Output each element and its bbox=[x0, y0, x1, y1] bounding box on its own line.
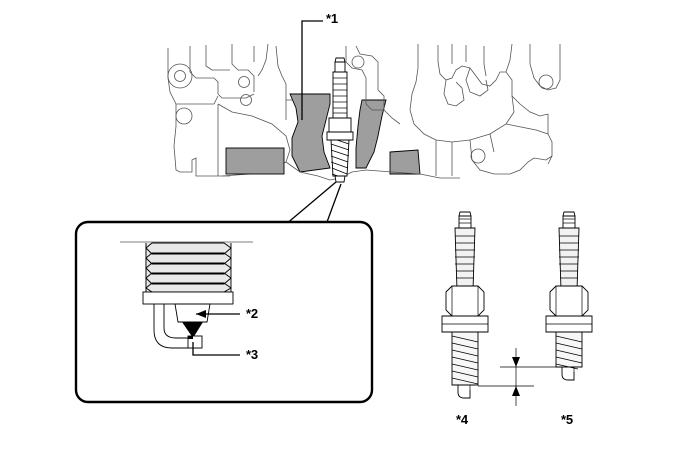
gasket-shade-center-right bbox=[355, 99, 387, 169]
engine-right-outline bbox=[409, 43, 561, 176]
ground-hook-left bbox=[457, 385, 471, 399]
head-surface-line bbox=[285, 161, 460, 181]
leader-line-3 bbox=[192, 342, 240, 356]
leader-line-1 bbox=[301, 20, 323, 120]
ground-electrode-inner bbox=[163, 304, 200, 339]
thread-profile bbox=[145, 242, 232, 293]
ground-electrode-tip bbox=[188, 336, 193, 339]
engine-left-bosses bbox=[167, 63, 252, 125]
leader-arrow-2 bbox=[196, 310, 206, 318]
spark-plug-right bbox=[545, 211, 593, 381]
center-electrode bbox=[182, 322, 203, 338]
engine-right-hole-upper bbox=[538, 74, 554, 90]
protrusion-dimension bbox=[478, 348, 556, 406]
engine-right-hole-lower bbox=[470, 148, 486, 164]
spark-plug-left bbox=[441, 211, 489, 399]
callout-label-5: *5 bbox=[561, 412, 573, 427]
callout-pointer-left bbox=[284, 181, 337, 226]
ground-electrode-outer bbox=[153, 304, 201, 349]
callout-label-3: *3 bbox=[246, 347, 258, 362]
engine-cross-section-group bbox=[167, 20, 561, 183]
detail-callout-group bbox=[74, 181, 374, 404]
dimension-arrow-upper bbox=[512, 357, 520, 367]
spark-plug-comparison-group bbox=[441, 211, 593, 406]
callout-label-2: *2 bbox=[246, 306, 258, 321]
thread-fill bbox=[145, 243, 231, 295]
gasket-shade-center-left bbox=[289, 93, 331, 173]
shell-end-band bbox=[142, 291, 234, 305]
installed-spark-plug bbox=[326, 57, 354, 183]
dimension-arrow-lower bbox=[512, 386, 520, 396]
gasket-shade-right bbox=[389, 149, 421, 175]
engine-center-bracket bbox=[345, 45, 401, 125]
gasket-shade-left bbox=[225, 147, 285, 175]
ground-hook-right bbox=[561, 367, 575, 381]
callout-label-4: *4 bbox=[456, 412, 468, 427]
callout-label-1: *1 bbox=[326, 11, 338, 26]
insulator-nose bbox=[174, 303, 211, 323]
